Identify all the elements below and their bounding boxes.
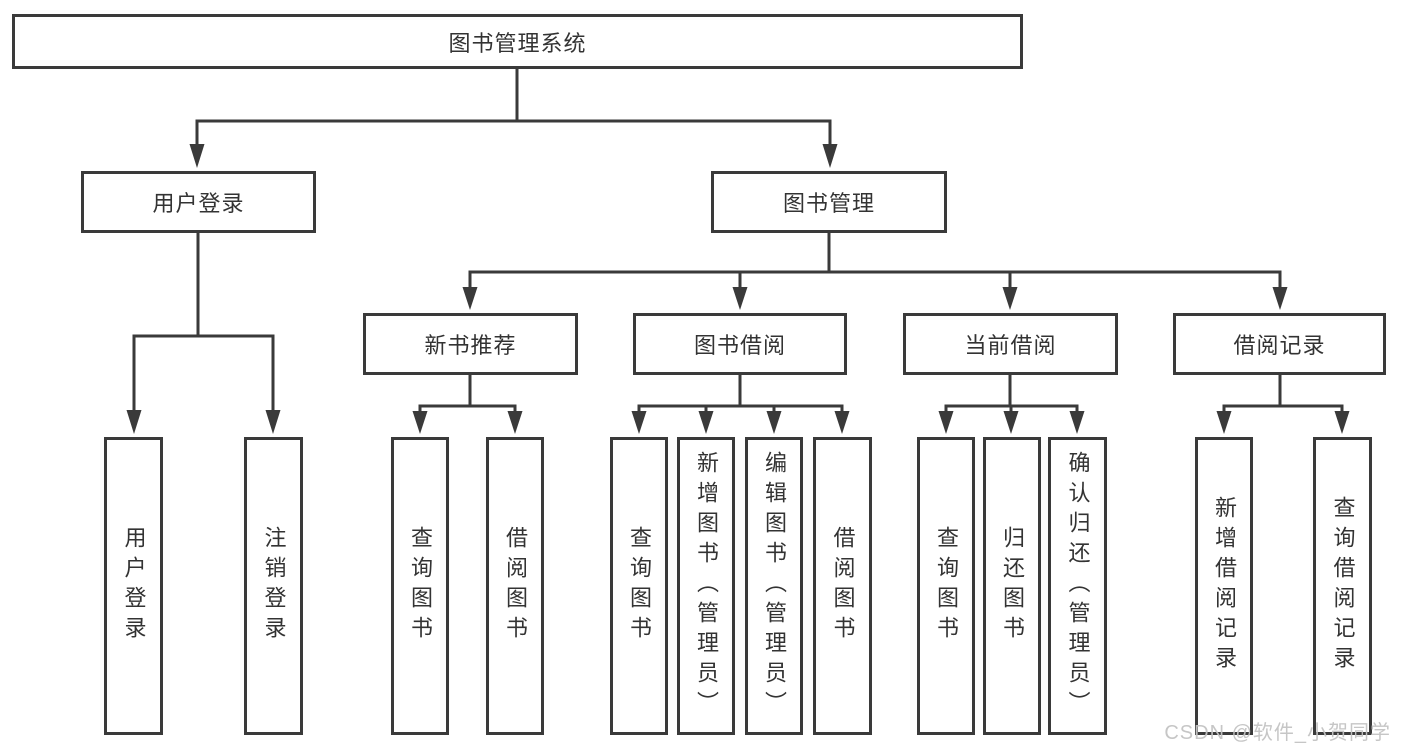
arrow-down-icon [1216,411,1232,434]
arrow-down-icon [126,410,142,434]
node-leaf-recommend-query-books-label: 查询图书 [408,526,433,646]
arrow-down-icon [265,410,281,434]
node-leaf-current-query-books-label: 查询图书 [934,526,959,646]
arrow-down-icon [189,144,205,168]
node-leaf-query-borrow-record: 查询借阅记录 [1313,437,1372,735]
node-leaf-edit-books-admin: 编辑图书（管理员） [745,437,803,735]
node-leaf-add-books-admin: 新增图书（管理员） [677,437,735,735]
node-leaf-query-borrow-record-label: 查询借阅记录 [1330,496,1356,676]
node-book-borrow: 图书借阅 [633,313,847,375]
arrowhead-icons [126,144,1350,434]
arrow-down-icon [412,411,428,434]
arrow-down-icon [1069,411,1085,434]
node-leaf-confirm-return-admin-label: 确认归还（管理员） [1065,451,1091,721]
arrow-down-icon [507,411,523,434]
node-leaf-current-query-books: 查询图书 [917,437,975,735]
arrow-down-icon [732,287,748,310]
node-leaf-edit-books-admin-label: 编辑图书（管理员） [762,451,787,721]
node-leaf-user-login-label: 用户登录 [121,526,147,646]
node-leaf-confirm-return-admin: 确认归还（管理员） [1048,437,1107,735]
arrow-down-icon [938,411,954,434]
arrow-down-icon [462,287,478,310]
node-leaf-return-books-label: 归还图书 [1000,526,1025,646]
node-leaf-add-borrow-record-label: 新增借阅记录 [1212,496,1237,676]
arrow-down-icon [834,411,850,434]
connector-edges [132,69,1344,414]
node-book-borrow-label: 图书借阅 [693,333,786,358]
node-user-login-branch: 用户登录 [81,171,316,233]
node-leaf-logout: 注销登录 [244,437,303,735]
node-leaf-recommend-borrow-books: 借阅图书 [486,437,544,735]
node-leaf-borrow-books-label: 借阅图书 [830,526,856,646]
arrow-down-icon [1334,411,1350,434]
node-book-management-branch-label: 图书管理 [782,191,875,216]
node-leaf-borrow-query-books-label: 查询图书 [627,526,652,646]
node-user-login-branch-label: 用户登录 [152,191,245,216]
arrow-down-icon [1003,411,1019,434]
node-book-management-branch: 图书管理 [711,171,947,233]
node-leaf-recommend-query-books: 查询图书 [391,437,449,735]
node-root: 图书管理系统 [12,14,1023,69]
arrow-down-icon [766,411,782,434]
node-leaf-logout-label: 注销登录 [261,526,287,646]
node-new-book-recommend-label: 新书推荐 [424,333,517,358]
node-current-borrow-label: 当前借阅 [964,333,1057,358]
arrow-down-icon [822,144,838,168]
node-leaf-borrow-books: 借阅图书 [813,437,872,735]
node-leaf-user-login: 用户登录 [104,437,163,735]
node-current-borrow: 当前借阅 [903,313,1118,375]
node-leaf-add-borrow-record: 新增借阅记录 [1195,437,1253,735]
node-borrow-records: 借阅记录 [1173,313,1386,375]
node-leaf-add-books-admin-label: 新增图书（管理员） [694,451,719,721]
arrow-down-icon [698,411,714,434]
node-leaf-borrow-query-books: 查询图书 [610,437,668,735]
node-new-book-recommend: 新书推荐 [363,313,578,375]
csdn-watermark: CSDN @软件_小贺同学 [1164,722,1391,744]
node-leaf-recommend-borrow-books-label: 借阅图书 [503,526,528,646]
node-root-label: 图书管理系统 [448,30,587,56]
node-borrow-records-label: 借阅记录 [1233,333,1326,358]
arrow-down-icon [1272,287,1288,310]
arrow-down-icon [631,411,647,434]
node-leaf-return-books: 归还图书 [983,437,1041,735]
arrow-down-icon [1002,287,1018,310]
